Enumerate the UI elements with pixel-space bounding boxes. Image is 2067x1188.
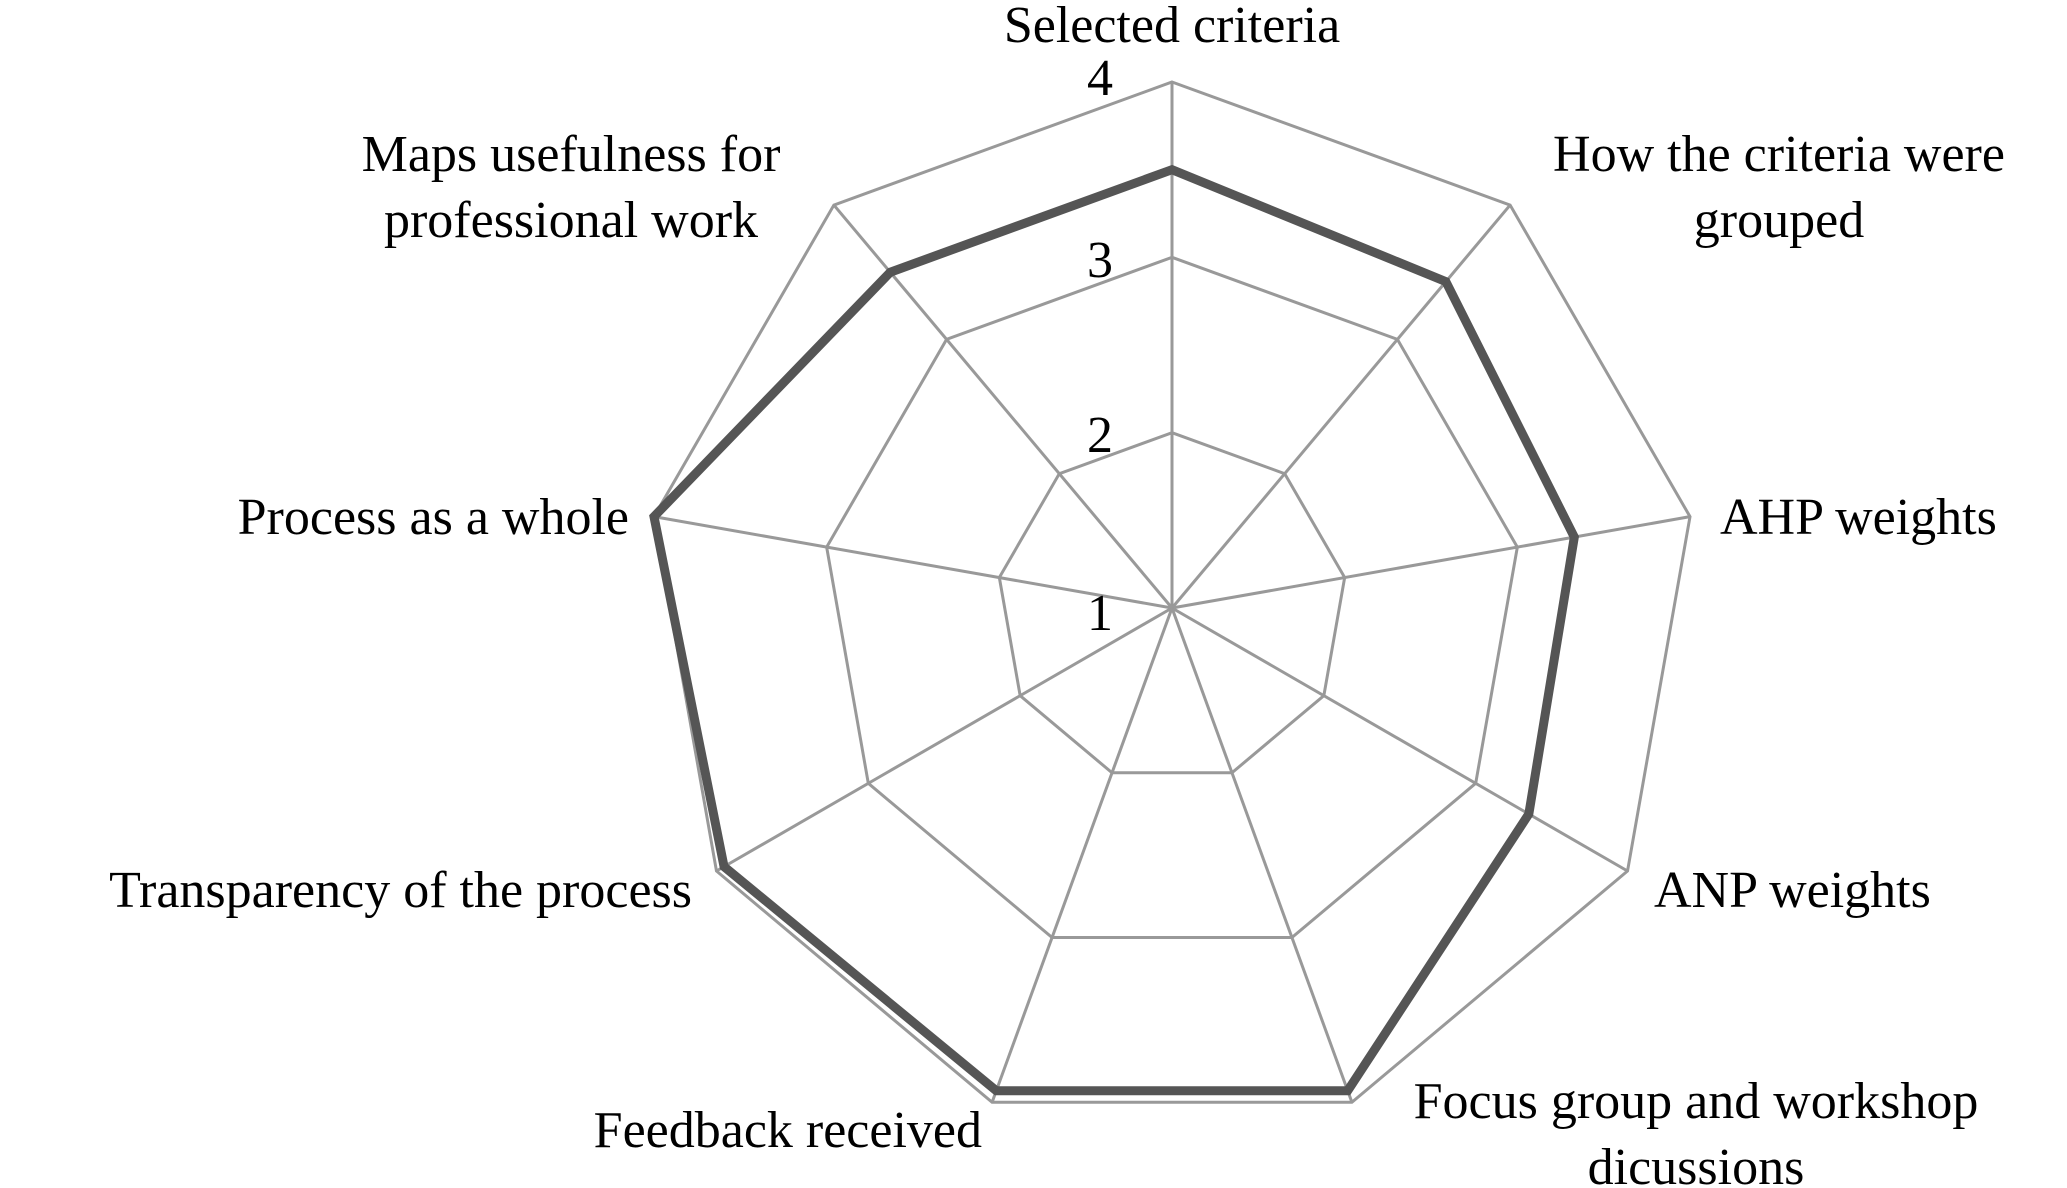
tick-label: 1 xyxy=(1087,585,1113,642)
axis-label-line: AHP weights xyxy=(1720,489,1997,546)
tick-label: 3 xyxy=(1087,232,1113,289)
axis-label-line: ANP weights xyxy=(1654,862,1931,919)
axis-label: Process as a whole xyxy=(238,489,629,546)
series-line xyxy=(649,164,1579,1096)
tick-label: 2 xyxy=(1087,407,1113,464)
axis-label-line: Feedback received xyxy=(594,1102,982,1159)
data-point xyxy=(1171,168,1173,171)
grid-ring-4 xyxy=(652,80,1692,1104)
grid-spoke xyxy=(990,607,1174,1103)
grid-ring-2 xyxy=(997,431,1347,775)
grid-spoke xyxy=(1170,607,1354,1103)
data-point xyxy=(889,271,892,274)
grid-spoke xyxy=(653,515,1173,610)
axis-label-line: Focus group and workshop xyxy=(1414,1073,1979,1130)
axis-label: Feedback received xyxy=(594,1102,982,1159)
axis-label: Selected criteria xyxy=(1004,0,1340,54)
axis-label: ANP weights xyxy=(1654,862,1931,919)
axis-label: How the criteria were grouped xyxy=(1553,126,2005,249)
grid-spoke xyxy=(1171,515,1691,610)
tick-label: 4 xyxy=(1087,50,1113,107)
axis-label-line: professional work xyxy=(384,192,758,249)
axis-label-line: Maps usefulness for xyxy=(362,126,781,183)
axis-label-line: dicussions xyxy=(1588,1139,1805,1188)
axis-label-line: Process as a whole xyxy=(238,489,629,546)
data-point xyxy=(723,865,726,868)
grid-spoke xyxy=(1170,204,1512,609)
data-point xyxy=(995,1089,998,1092)
data-point xyxy=(1346,1089,1349,1092)
grid-spoke xyxy=(1171,606,1629,873)
axis-label-line: grouped xyxy=(1694,192,1864,249)
axis-label: Transparency of the process xyxy=(109,862,692,919)
data-point xyxy=(652,515,655,518)
axis-label-line: Transparency of the process xyxy=(109,862,692,919)
grid-ring-3 xyxy=(825,255,1519,940)
axis-label-line: Selected criteria xyxy=(1004,0,1340,54)
grid-spoke xyxy=(832,204,1174,609)
data-point xyxy=(1444,280,1447,283)
data-point xyxy=(1573,536,1576,539)
data-point xyxy=(1527,813,1530,816)
axis-label: Maps usefulness for professional work xyxy=(362,126,781,249)
axis-label: Focus group and workshop dicussions xyxy=(1414,1073,1979,1188)
grid-spoke xyxy=(715,606,1173,873)
axis-label-line: How the criteria were xyxy=(1553,126,2005,183)
axis-label: AHP weights xyxy=(1720,489,1997,546)
